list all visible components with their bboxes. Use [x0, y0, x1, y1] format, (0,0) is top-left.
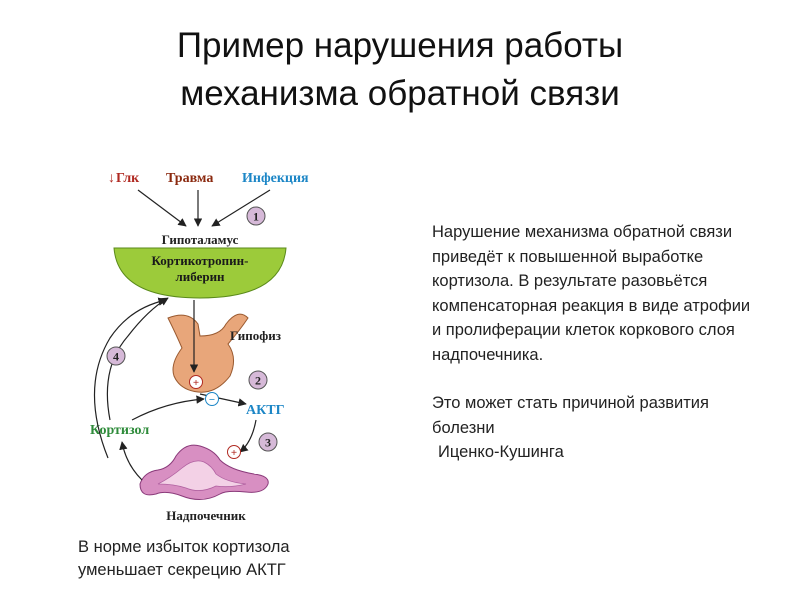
explanation-gap [432, 367, 762, 391]
explanation-paragraph-2-line-2: Иценко-Кушинга [438, 443, 564, 461]
acth-label: АКТГ [246, 403, 285, 418]
arrow-adrenal-to-cortisol [119, 441, 143, 481]
feedback-loop-arrow [106, 297, 169, 421]
feedback-diagram: ↓ Глк Травма Инфекция 1 Гипоталамус Корт… [70, 158, 350, 523]
pituitary-minus-label: − [209, 394, 215, 406]
crh-label-line-2: либерин [175, 269, 225, 284]
pituitary-minus-sign: − [205, 392, 219, 406]
diagram-svg: ↓ Глк Травма Инфекция 1 Гипоталамус Корт… [90, 171, 309, 523]
page-title: Пример нарушения работы механизма обратн… [0, 22, 800, 118]
arrow-cortisol-to-pituitary [131, 395, 205, 421]
explanation-block: Нарушение механизма обратной связи приве… [432, 220, 762, 465]
feedback-loop-arrow-2 [93, 297, 167, 459]
arrow-infection-to-hypothalamus [211, 189, 271, 227]
adrenal-plus-label: + [231, 447, 237, 459]
cortisol-label: Кортизол [90, 423, 149, 438]
hypothalamus-shape [113, 247, 287, 299]
step-1-label: 1 [253, 210, 259, 224]
adrenal-inner-shape [157, 460, 247, 491]
title-line-2: механизма обратной связи [180, 74, 620, 113]
glc-down-arrow-icon: ↓ [108, 171, 115, 186]
factor-glc: Глк [116, 171, 140, 186]
diagram-caption: В норме избыток кортизола уменьшает секр… [78, 536, 398, 582]
step-3-badge: 3 [258, 432, 278, 452]
explanation-paragraph-1: Нарушение механизма обратной связи приве… [432, 223, 751, 364]
hypothalamus-label: Гипоталамус [162, 232, 239, 247]
arrow-glc-to-hypothalamus [137, 189, 187, 227]
explanation-paragraph-2-line-1: Это может стать причиной развития болезн… [432, 394, 709, 437]
adrenal-label: Надпочечник [166, 508, 246, 523]
pituitary-plus-sign: + [189, 375, 203, 389]
caption-line-1: В норме избыток кортизола [78, 538, 290, 556]
step-2-label: 2 [255, 374, 261, 388]
pituitary-shape [167, 313, 249, 393]
pituitary-plus-label: + [193, 377, 199, 389]
pituitary-label: Гипофиз [230, 328, 281, 343]
arrow-acth-to-adrenal [239, 419, 257, 453]
step-2-badge: 2 [248, 370, 268, 390]
crh-label-line-1: Кортикотропин- [152, 253, 249, 268]
step-4-badge: 4 [106, 346, 126, 366]
factor-trauma: Травма [166, 171, 213, 186]
title-line-1: Пример нарушения работы [176, 26, 624, 65]
caption-line-2: уменьшает секрецию АКТГ [78, 561, 286, 579]
step-3-label: 3 [265, 436, 271, 450]
step-4-label: 4 [113, 350, 119, 364]
adrenal-plus-sign: + [227, 445, 241, 459]
factor-infection: Инфекция [242, 171, 309, 186]
step-1-badge: 1 [246, 206, 266, 226]
